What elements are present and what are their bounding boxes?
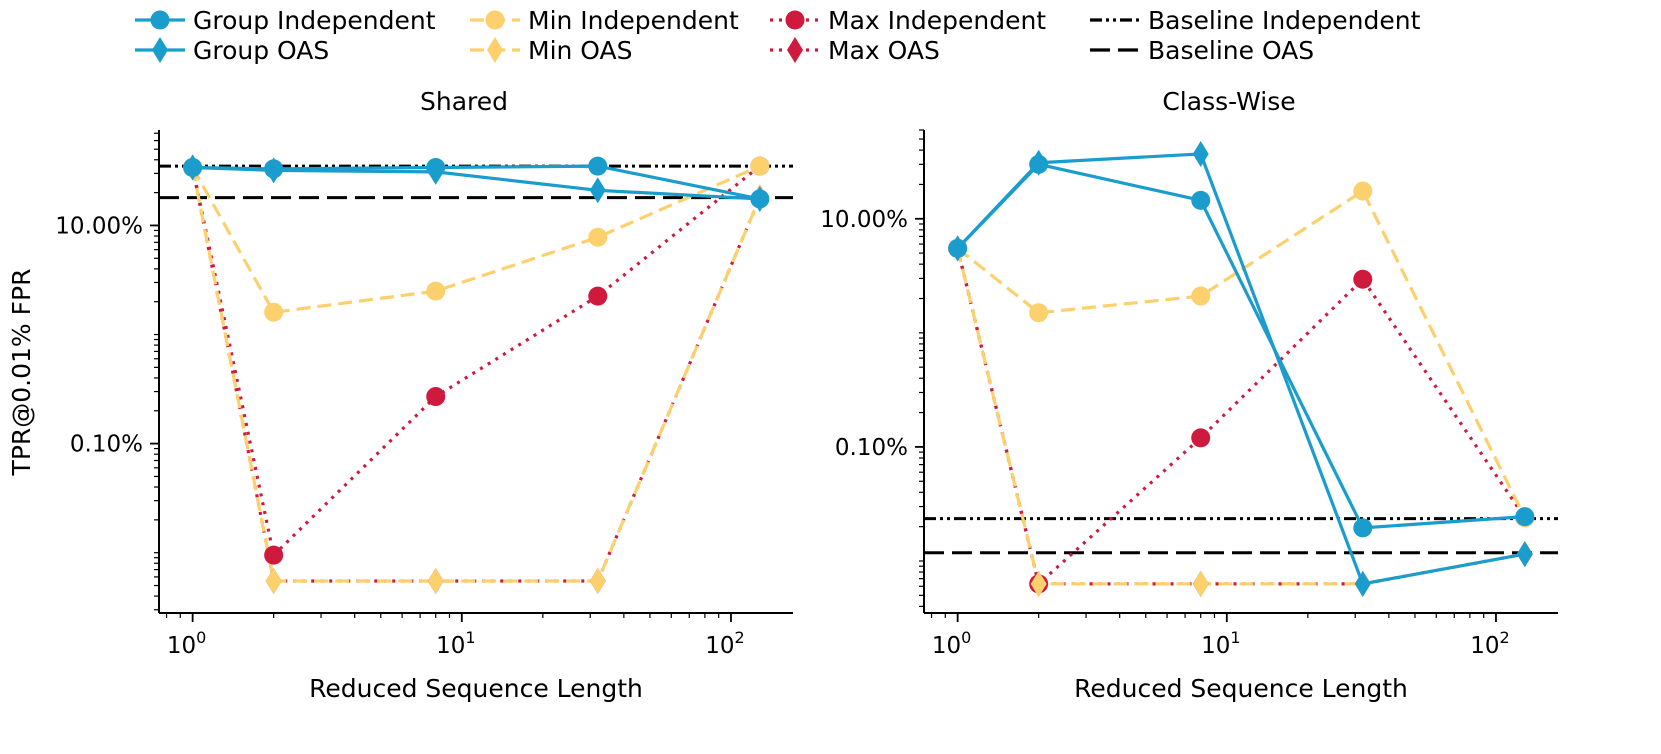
series-markers-min-independent [948,181,1535,528]
y-tick-label: 0.10% [835,435,908,461]
series-line-max-independent [191,164,761,557]
panel-class-wise: Class-Wise 100 101 102 0.10% 10.00% Reduced Se… [820,87,1558,703]
data-point [1354,570,1371,597]
data-point [1353,518,1373,538]
data-point [588,286,608,306]
legend-item-min-oas: Min OAS [470,36,633,65]
legend-marker [787,37,803,63]
legend-label: Group Independent [193,6,436,35]
data-point [1191,428,1211,448]
series-markers-max-oas [949,235,1533,597]
x-axis-label: Reduced Sequence Length [309,674,643,703]
data-point [1029,154,1049,174]
x-tick-label: 100 [932,628,971,659]
series-markers-group-independent [183,156,770,209]
series-lines [191,164,762,583]
data-point [1515,507,1535,527]
data-point [426,387,446,407]
legend-label: Min OAS [528,36,633,65]
data-point [948,238,968,258]
series-line-min-oas [191,167,762,583]
series-markers-group-oas [949,140,1533,597]
legend-item-max-independent: Max Independent [770,6,1046,35]
series-line-max-oas [191,167,762,583]
data-point [264,545,284,565]
data-point [588,227,608,247]
data-point [1516,541,1533,568]
data-point [1353,269,1373,289]
data-point [1353,181,1373,201]
data-point [264,302,284,322]
data-point [588,156,608,176]
data-point [1029,303,1049,323]
data-point [589,568,606,595]
legend-label: Baseline OAS [1148,36,1314,65]
series-line-min-independent [956,189,1527,519]
series-markers-min-oas [184,154,768,595]
data-point [750,189,770,209]
data-point [426,157,446,177]
legend-label: Group OAS [193,36,329,65]
legend-item-max-oas: Max OAS [770,36,940,65]
data-point [1192,140,1209,167]
x-tick-label: 101 [436,628,475,659]
x-tick-label: 100 [167,628,206,659]
series-line-max-oas [956,248,1526,586]
legend-item-baseline-independent: Baseline Independent [1090,6,1421,35]
legend-label: Max Independent [828,6,1046,35]
data-point [1191,190,1211,210]
data-point [426,281,446,301]
y-tick-label: 10.00% [55,213,143,239]
legend-label: Min Independent [528,6,739,35]
data-point [589,177,606,204]
data-point [1192,570,1209,597]
x-tick-label: 101 [1201,628,1240,659]
series-markers-max-oas [184,154,768,595]
legend-item-group-oas: Group OAS [135,36,329,65]
legend-label: Max OAS [828,36,940,65]
legend-marker [152,37,168,63]
panel-title: Shared [420,87,508,116]
series-markers-max-independent [183,156,770,565]
legend-item-baseline-oas: Baseline OAS [1090,36,1314,65]
series-markers-group-independent [948,154,1535,538]
series-line-max-independent [956,248,1527,586]
y-tick-label: 0.10% [70,432,143,458]
panel-shared: Shared 100 101 102 0.10% 10.00% Reduced Sequen… [55,87,793,703]
data-point [264,159,284,179]
legend-marker [487,37,503,63]
data-point [183,157,203,177]
legend-marker [485,10,505,30]
panel-title: Class-Wise [1162,87,1295,116]
x-tick-label: 102 [1470,628,1509,659]
legend-label: Baseline Independent [1148,6,1421,35]
x-tick-label: 102 [705,628,744,659]
legend-item-group-independent: Group Independent [135,6,436,35]
data-point [265,568,282,595]
data-point [1191,286,1211,306]
y-axis-label: TPR@0.01% FPR [7,269,36,477]
series-line-min-oas [956,248,1526,586]
legend-marker [785,10,805,30]
y-tick-label: 10.00% [820,207,908,233]
series-markers-min-oas [949,235,1533,597]
series-markers-max-independent [948,238,1535,594]
series-line-min-independent [191,164,761,314]
data-point [750,156,770,176]
data-point [427,568,444,595]
legend-item-min-independent: Min Independent [470,6,739,35]
data-point [1030,570,1047,597]
series-markers-min-independent [183,156,770,322]
x-axis-label: Reduced Sequence Length [1074,674,1408,703]
legend-marker [150,10,170,30]
